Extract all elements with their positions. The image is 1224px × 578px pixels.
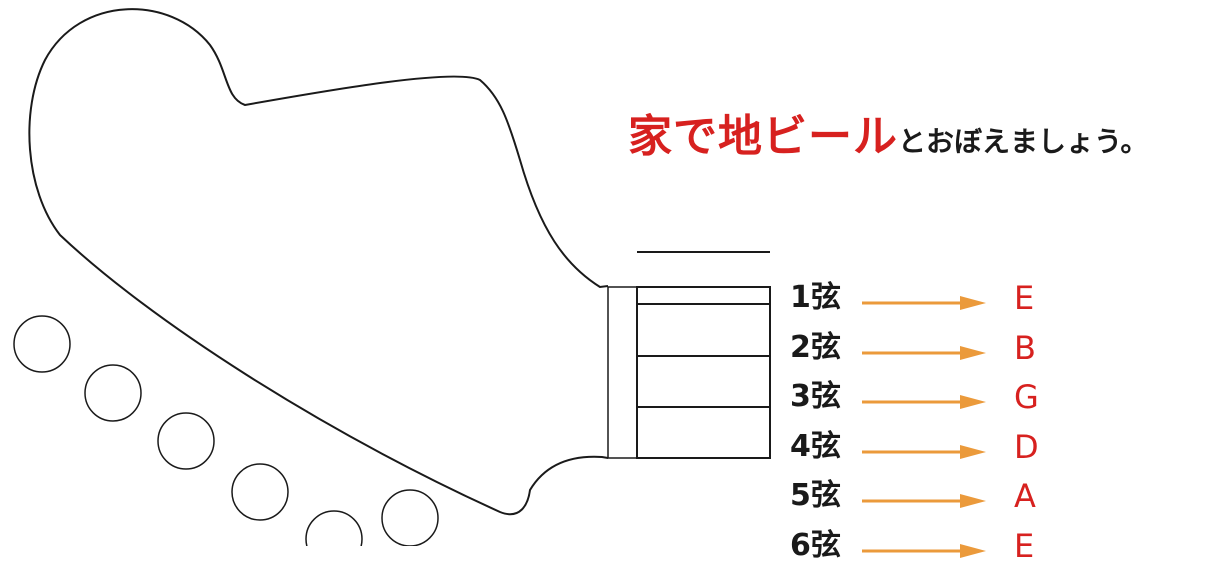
note-letter: G — [1014, 378, 1039, 416]
note-letter: B — [1014, 328, 1036, 367]
guitar-headstock-icon — [13, 8, 771, 568]
tuning-peg-icon — [231, 463, 289, 521]
string-row: 3弦 G — [790, 379, 1070, 429]
tuning-peg-icon — [157, 412, 215, 470]
string-label: 3弦 — [790, 379, 841, 414]
tuning-peg-icon — [13, 315, 71, 373]
tuning-peg-icon — [305, 510, 363, 568]
arrow-right-icon — [862, 345, 986, 360]
mnemonic-text: 家で地ビール — [628, 111, 898, 162]
note-letter: E — [1014, 279, 1035, 317]
string-label: 1弦 — [790, 280, 841, 315]
arrow-right-icon — [862, 395, 986, 409]
string-row: 5弦 A — [790, 478, 1070, 528]
string-row: 2弦 B — [790, 330, 1070, 380]
tuning-peg-icon — [84, 364, 142, 422]
mnemonic-heading: 家で地ビールとおぼえましょう。 — [628, 100, 1148, 164]
string-label: 4弦 — [790, 428, 841, 464]
arrow-right-icon — [862, 444, 986, 459]
string-row: 4弦 D — [790, 429, 1070, 479]
note-letter: D — [1014, 427, 1039, 466]
note-letter: A — [1014, 477, 1036, 515]
tuning-pegs — [13, 315, 439, 568]
string-row: 1弦 E — [790, 280, 1070, 330]
tuning-peg-icon — [381, 489, 439, 547]
mnemonic-suffix: とおぼえましょう。 — [898, 125, 1149, 158]
headstock-outline — [28, 8, 609, 516]
nut — [607, 286, 638, 459]
arrow-right-icon — [862, 296, 986, 310]
string-label: 5弦 — [790, 478, 841, 513]
string-label: 2弦 — [790, 329, 841, 365]
arrow-right-icon — [862, 494, 986, 508]
string-lines — [637, 251, 770, 408]
fretboard — [636, 286, 771, 459]
